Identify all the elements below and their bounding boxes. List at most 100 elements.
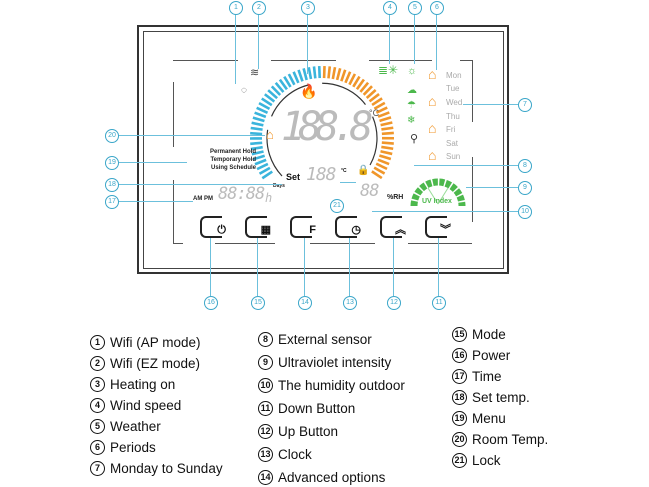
legend-item: 6 Periods (90, 439, 156, 456)
legend-number: 6 (90, 440, 105, 455)
legend-label: The humidity outdoor (278, 377, 405, 393)
legend-item: 17 Time (452, 368, 502, 385)
cold-tick (302, 68, 308, 81)
hot-tick (373, 101, 386, 110)
legend-label: Wifi (AP mode) (110, 334, 201, 350)
callout-15: 15 (251, 296, 265, 310)
set-label: Set (286, 172, 301, 182)
callout-leader-line (257, 238, 258, 296)
legend-label: Set temp. (472, 389, 530, 405)
humidity-unit: %RH (387, 194, 404, 201)
guide-line (369, 60, 432, 61)
advanced-button[interactable]: F (290, 216, 316, 238)
cold-tick (256, 106, 269, 115)
legend-number: 14 (258, 470, 273, 485)
hot-tick (381, 141, 394, 145)
mode-icon: ▦ (260, 224, 271, 236)
callout-12: 12 (387, 296, 401, 310)
legend-label: Wifi (EZ mode) (110, 355, 201, 371)
legend-number: 1 (90, 335, 105, 350)
guide-line (408, 243, 472, 244)
day-tue: Tue (446, 84, 460, 93)
legend-label: Mode (472, 326, 506, 342)
guide-line (271, 60, 336, 61)
external-sensor-icon: ⚲ (410, 133, 419, 145)
days-label: Days (273, 183, 285, 189)
hot-tick (381, 131, 394, 136)
guide-line (173, 180, 174, 243)
day-fri: Fri (446, 125, 456, 134)
callout-8: 8 (518, 159, 532, 173)
callout-leader-line (117, 201, 193, 202)
callout-leader-line (414, 165, 518, 166)
hot-tick (377, 111, 390, 118)
down-button[interactable]: ︾ (425, 216, 451, 238)
cold-tick (261, 170, 273, 180)
device-frame-inner (143, 31, 504, 269)
guide-line (460, 60, 472, 61)
clock-button[interactable]: ◷ (335, 216, 361, 238)
cold-tick (251, 121, 264, 127)
hot-tick (371, 170, 383, 180)
legend-label: Periods (110, 439, 156, 455)
callout-leader-line (258, 14, 259, 69)
up-button[interactable]: ︽ (380, 216, 406, 238)
hot-tick (380, 121, 393, 127)
callout-7: 7 (518, 98, 532, 112)
period-house-icon: ⌂ (428, 120, 437, 136)
period-house-icon: ⌂ (428, 147, 437, 163)
time-suffix: h (265, 191, 273, 205)
day-wed: Wed (446, 98, 463, 107)
sun-icon: ☼ (407, 65, 418, 77)
legend-number: 8 (258, 332, 273, 347)
callout-leader-line (210, 238, 211, 296)
mode-button[interactable]: ▦ (245, 216, 271, 238)
callout-2: 2 (252, 1, 266, 15)
legend-label: Ultraviolet intensity (278, 354, 392, 370)
legend-number: 5 (90, 419, 105, 434)
callout-13: 13 (343, 296, 357, 310)
uv-index-label: UV Index (422, 198, 452, 205)
advanced-icon: F (309, 224, 316, 236)
cold-tick (297, 69, 304, 82)
uv-index-gauge (410, 178, 466, 207)
power-button[interactable]: ⏻ (200, 216, 226, 238)
hot-tick (362, 85, 373, 96)
down-icon: ︾ (440, 224, 451, 236)
am-pm-label: AM PM (193, 196, 213, 202)
callout-5: 5 (408, 1, 422, 15)
cold-tick (267, 89, 278, 100)
cold-tick (312, 66, 317, 79)
cold-tick (250, 126, 263, 131)
hot-tick (327, 66, 332, 79)
room-temp-unit: °C (369, 108, 380, 118)
wifi-ez-icon: ≋ (250, 67, 260, 79)
day-thu: Thu (446, 112, 460, 121)
legend-number: 11 (258, 401, 273, 416)
cold-tick (252, 154, 266, 161)
callout-leader-line (340, 182, 356, 183)
legend-label: Time (472, 368, 502, 384)
hot-tick (340, 69, 347, 82)
legend-number: 13 (258, 447, 273, 462)
hot-tick (359, 81, 370, 93)
callout-1: 1 (229, 1, 243, 15)
callout-leader-line (438, 238, 439, 296)
legend-number: 17 (452, 369, 467, 384)
set-temp-unit: °C (341, 168, 347, 174)
cold-tick (274, 82, 285, 93)
device-frame-outer (137, 25, 509, 274)
cloud-icon: ☁ (407, 85, 417, 96)
hold-schedule: Using Schedule (210, 165, 256, 171)
flame-icon: 🔥 (300, 83, 318, 99)
